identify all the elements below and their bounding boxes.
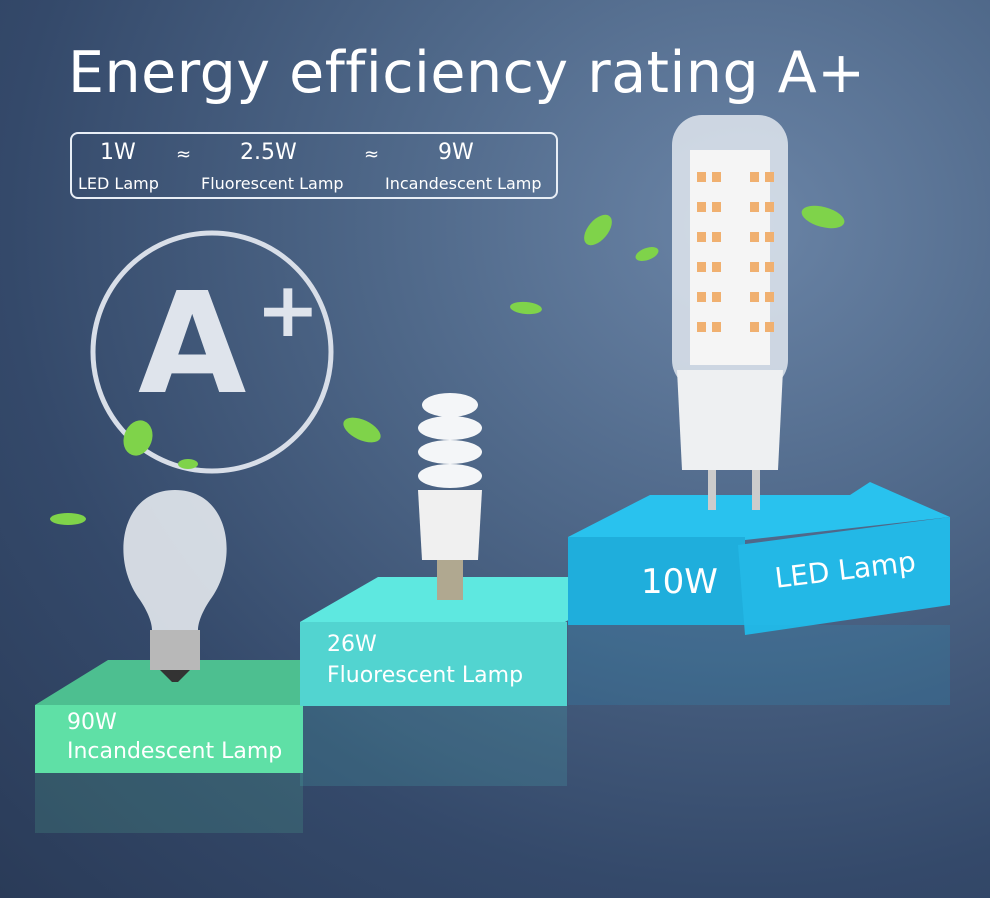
led-chip [697,172,706,182]
step-led [568,482,950,705]
led-chip [765,232,774,242]
page-title: Energy efficiency rating A+ [68,40,866,106]
led-chip [712,262,721,272]
led-chip [697,322,706,332]
a-plus-letter: A [138,263,247,426]
incandescent-bulb-image [123,490,227,682]
led-chip [765,202,774,212]
wattage-comparison-box: 1W LED Lamp ≈ 2.5W Fluorescent Lamp ≈ 9W… [70,132,558,199]
led-chip [697,202,706,212]
led-chip [712,322,721,332]
approx-symbol: ≈ [176,144,192,165]
led-chip [712,172,721,182]
step-led-watt: 10W [641,562,718,602]
led-chip [697,292,706,302]
a-plus-badge-ring [90,230,334,474]
fluorescent-watt: 2.5W [240,140,297,165]
approx-symbol: ≈ [364,144,380,165]
step-incandescent-watt: 90W [67,710,117,735]
a-plus-sign: + [256,265,320,354]
led-chip [750,262,759,272]
incandescent-label: Incandescent Lamp [385,174,542,193]
led-chip [697,232,706,242]
led-chip [712,202,721,212]
led-chip [765,172,774,182]
led-chip [765,322,774,332]
led-chip [765,262,774,272]
fluorescent-label: Fluorescent Lamp [201,174,344,193]
led-chip [712,232,721,242]
incandescent-watt: 9W [438,140,474,165]
led-chip [750,202,759,212]
step-fluorescent-watt: 26W [327,632,377,657]
led-chip [750,172,759,182]
leaf-icons [50,205,845,525]
led-chip [712,292,721,302]
led-chip [750,322,759,332]
fluorescent-bulb-image [418,393,482,600]
step-fluorescent [300,577,642,786]
step-fluorescent-label: Fluorescent Lamp [327,663,524,688]
step-incandescent [35,660,375,833]
step-incandescent-label: Incandescent Lamp [67,739,283,764]
led-watt: 1W [100,140,136,165]
led-chip [697,262,706,272]
led-label: LED Lamp [78,174,159,193]
led-chip [750,232,759,242]
led-chip [765,292,774,302]
led-chip [750,292,759,302]
led-corn-bulb-image [672,115,788,510]
